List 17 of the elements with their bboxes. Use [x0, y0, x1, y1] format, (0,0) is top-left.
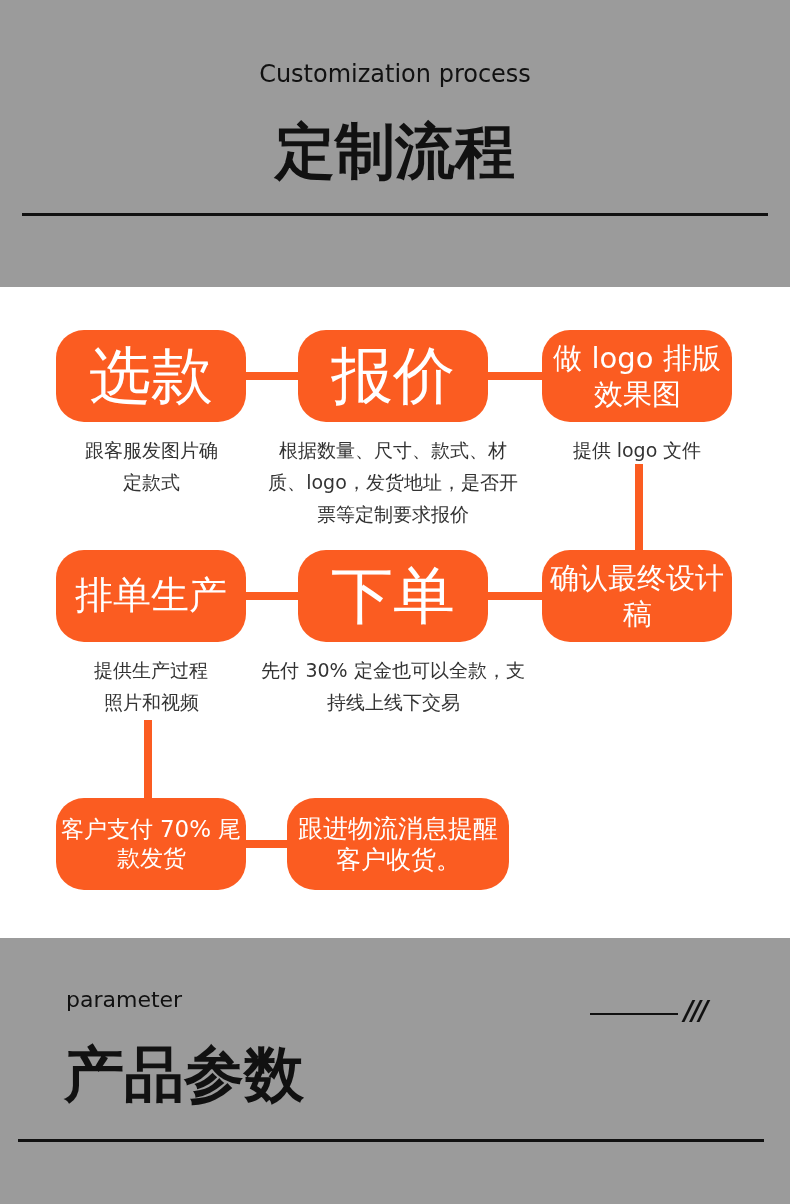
subtitle: Customization process: [258, 60, 532, 88]
subtitle: parameter: [66, 987, 183, 1012]
connector-line: [246, 372, 298, 380]
step-box: 客户支付 70% 尾款发货: [56, 798, 246, 890]
section-heading: 产品参数: [64, 1038, 304, 1111]
step-note: 提供生产过程照片和视频: [93, 658, 209, 715]
title: 定制流程: [273, 115, 516, 188]
step-note: 跟客服发图片确定款式: [83, 438, 219, 495]
step-note: 先付 30% 定金也可以全款，支持线上线下交易: [260, 658, 526, 715]
step-box: 确认最终设计稿: [542, 550, 732, 642]
connector-line: [488, 592, 542, 600]
connector-line: [246, 840, 287, 848]
step-note: 提供 logo 文件: [571, 438, 703, 463]
step-note: 根据数量、尺寸、款式、材质、logo，发货地址，是否开票等定制要求报价: [268, 438, 518, 527]
connector-line: [488, 372, 542, 380]
connector-line: [246, 592, 298, 600]
step-box: 跟进物流消息提醒客户收货。: [287, 798, 509, 890]
